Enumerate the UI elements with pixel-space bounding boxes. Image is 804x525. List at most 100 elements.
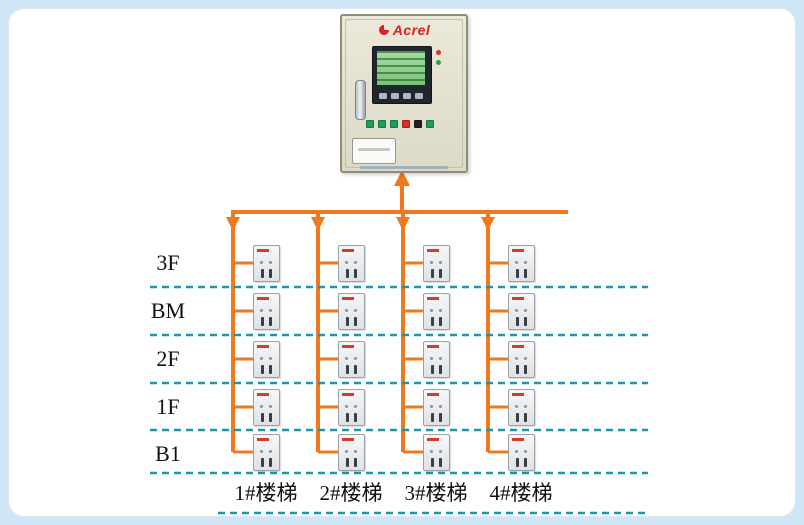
device-unit-r3-c2	[338, 341, 365, 378]
device-switches	[254, 317, 279, 326]
device-switches	[254, 365, 279, 374]
stair-label-3: 3#楼梯	[404, 481, 468, 505]
device-indicator-dot	[524, 450, 527, 453]
device-switches	[339, 365, 364, 374]
device-switches	[509, 269, 534, 278]
lcd-screen	[377, 51, 425, 85]
floor-label-1f: 1F	[156, 394, 180, 419]
device-indicator-dot	[345, 405, 348, 408]
device-indicator-dot	[439, 309, 442, 312]
panel-buttons-row[interactable]	[366, 120, 434, 128]
glass-fuse-tube	[355, 80, 366, 120]
device-indicator-dot	[269, 450, 272, 453]
device-indicator-dot	[354, 261, 357, 264]
device-indicator-dot	[524, 261, 527, 264]
device-label-mark	[427, 297, 439, 300]
device-label-mark	[257, 249, 269, 252]
device-unit-r5-c4	[508, 434, 535, 471]
cabinet-nameplate-text-line	[360, 166, 448, 169]
device-label-mark	[512, 249, 524, 252]
device-unit-r2-c1	[253, 293, 280, 330]
device-unit-r2-c4	[508, 293, 535, 330]
device-label-mark	[342, 249, 354, 252]
device-switches	[254, 269, 279, 278]
panel-button[interactable]	[378, 120, 386, 128]
lcd-key[interactable]	[415, 93, 423, 99]
stair-label-1: 1#楼梯	[234, 481, 298, 505]
device-label-mark	[512, 297, 524, 300]
brand-text: Acrel	[392, 22, 431, 38]
lcd-screen-bezel	[372, 46, 432, 104]
lcd-key[interactable]	[391, 93, 399, 99]
device-indicator-dot	[515, 450, 518, 453]
device-unit-r3-c4	[508, 341, 535, 378]
device-indicator-dot	[430, 261, 433, 264]
device-indicator-dot	[354, 450, 357, 453]
device-indicator-dot	[354, 405, 357, 408]
device-switches	[339, 317, 364, 326]
floor-label-3f: 3F	[156, 250, 180, 275]
device-indicator-dot	[430, 450, 433, 453]
device-label-mark	[342, 345, 354, 348]
device-indicator-dot	[430, 309, 433, 312]
device-unit-r5-c3	[423, 434, 450, 471]
device-indicator-dot	[515, 405, 518, 408]
device-unit-r3-c3	[423, 341, 450, 378]
device-indicator-dot	[515, 309, 518, 312]
floor-label-b1: B1	[155, 441, 181, 466]
acrel-logo-icon	[378, 25, 389, 35]
panel-button[interactable]	[366, 120, 374, 128]
device-indicator-dot	[260, 261, 263, 264]
device-indicator-dot	[524, 405, 527, 408]
device-indicator-dot	[439, 357, 442, 360]
device-unit-r4-c2	[338, 389, 365, 426]
device-unit-r1-c4	[508, 245, 535, 282]
lcd-key[interactable]	[403, 93, 411, 99]
device-label-mark	[342, 393, 354, 396]
device-unit-r5-c1	[253, 434, 280, 471]
device-label-mark	[512, 345, 524, 348]
indicator-light	[436, 60, 441, 65]
membrane-keys[interactable]	[379, 93, 423, 99]
panel-button[interactable]	[414, 120, 422, 128]
device-indicator-dot	[439, 450, 442, 453]
floor-label-bm: BM	[150, 298, 186, 323]
cabinet-logo: Acrel	[342, 23, 466, 37]
device-indicator-dot	[269, 357, 272, 360]
device-label-mark	[342, 438, 354, 441]
device-switches	[509, 317, 534, 326]
device-unit-r1-c3	[423, 245, 450, 282]
panel-button[interactable]	[426, 120, 434, 128]
device-unit-r5-c2	[338, 434, 365, 471]
printer-slot	[352, 138, 396, 164]
device-unit-r4-c3	[423, 389, 450, 426]
device-switches	[339, 413, 364, 422]
device-switches	[424, 269, 449, 278]
device-indicator-dot	[439, 405, 442, 408]
device-unit-r1-c1	[253, 245, 280, 282]
device-indicator-dot	[515, 357, 518, 360]
control-cabinet: Acrel	[340, 14, 468, 173]
device-indicator-dot	[345, 357, 348, 360]
device-indicator-dot	[260, 450, 263, 453]
lcd-key[interactable]	[379, 93, 387, 99]
device-switches	[254, 458, 279, 467]
device-label-mark	[257, 345, 269, 348]
device-indicator-dot	[345, 309, 348, 312]
device-label-mark	[427, 249, 439, 252]
device-switches	[424, 413, 449, 422]
stair-label-2: 2#楼梯	[319, 481, 383, 505]
device-indicator-dot	[345, 450, 348, 453]
panel-button[interactable]	[402, 120, 410, 128]
device-unit-r4-c4	[508, 389, 535, 426]
device-indicator-dot	[260, 309, 263, 312]
device-indicator-dot	[269, 405, 272, 408]
device-label-mark	[427, 345, 439, 348]
panel-button[interactable]	[390, 120, 398, 128]
device-switches	[509, 413, 534, 422]
device-unit-r3-c1	[253, 341, 280, 378]
device-switches	[509, 365, 534, 374]
device-label-mark	[342, 297, 354, 300]
device-indicator-dot	[354, 357, 357, 360]
